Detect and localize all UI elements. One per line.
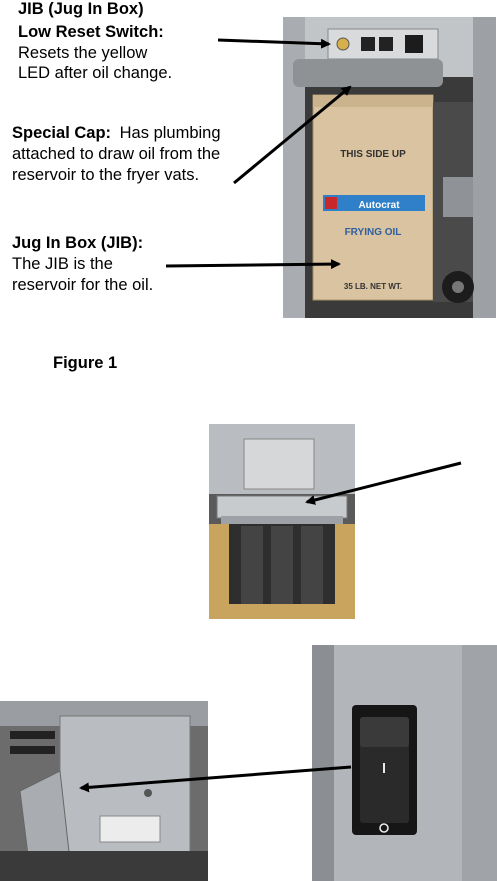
jib-cradle-photo — [209, 424, 355, 619]
special-cap-desc-line2: attached to draw oil from the — [12, 145, 221, 163]
jib-title: Jug In Box (JIB): — [12, 234, 144, 252]
jib-desc-line1: The JIB is the — [12, 255, 113, 273]
jib-bracket-photo — [0, 701, 208, 881]
jib-switch-title-line2: Low Reset Switch: — [18, 23, 164, 41]
power-symbol-icon — [379, 823, 389, 833]
jib-switch-title-line1: JIB (Jug In Box) — [18, 0, 144, 18]
box-label-this-side-up: THIS SIDE UP — [340, 149, 406, 160]
box-label-net-weight: 35 LB. NET WT. — [344, 282, 402, 291]
special-cap-title: Special Cap: — [12, 124, 112, 142]
jib-desc-line2: reservoir for the oil. — [12, 276, 154, 294]
switch-marker-icon — [383, 763, 385, 773]
jib-switch-desc-line1: Resets the yellow — [18, 44, 148, 62]
figure-caption: Figure 1 — [53, 354, 118, 372]
jib-switch-desc-line2: LED after oil change. — [18, 64, 173, 82]
box-label-brand: Autocrat — [358, 200, 400, 211]
special-cap-desc-line1: Has plumbing — [119, 124, 221, 142]
box-label-product: FRYING OIL — [345, 227, 402, 238]
special-cap-desc-line3: reservoir to the fryer vats. — [12, 166, 200, 184]
fryer-cabinet-photo: THIS SIDE UP Autocrat FRYING OIL 35 LB. … — [283, 17, 496, 318]
reset-switch-photo — [312, 645, 497, 881]
special-cap-line1: Special Cap: Has plumbing — [12, 124, 221, 143]
